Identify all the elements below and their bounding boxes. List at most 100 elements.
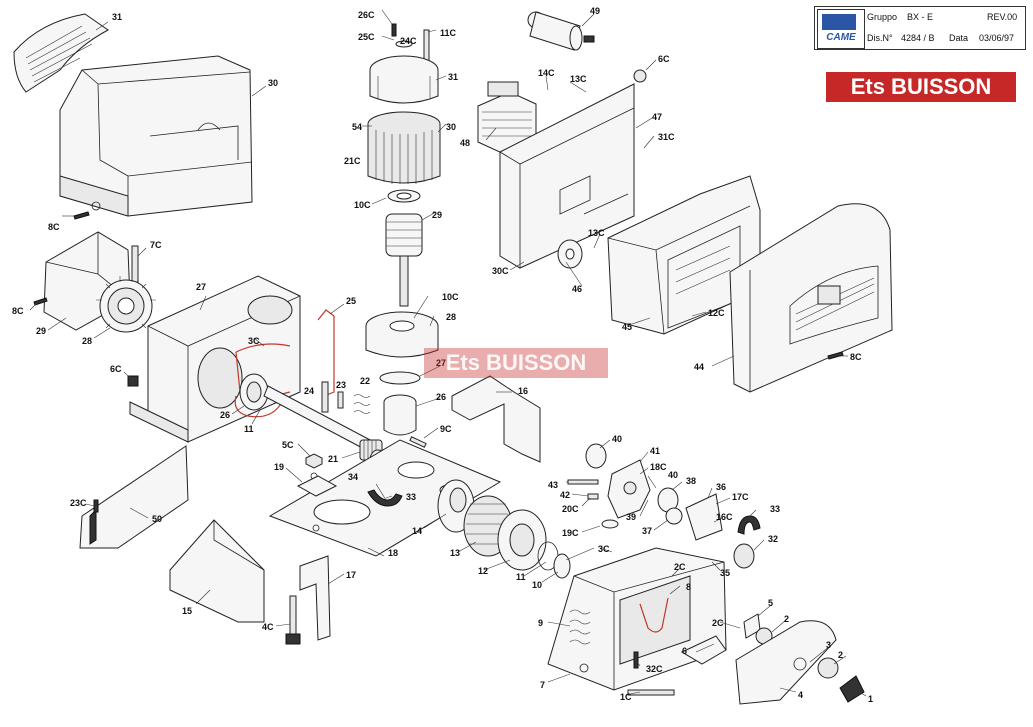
label-47: 47	[652, 112, 662, 122]
spacer-42	[587, 493, 599, 500]
label-40: 40	[668, 470, 678, 480]
label-24c: 24C	[400, 36, 417, 46]
label-18: 18	[388, 548, 398, 558]
front-cover-44	[729, 203, 893, 393]
pin-24	[321, 381, 329, 413]
label-6c: 6C	[110, 364, 122, 374]
label-42: 42	[560, 490, 570, 500]
label-11: 11	[244, 424, 254, 434]
label-21: 21	[328, 454, 338, 464]
screw-8c-right	[827, 351, 844, 360]
disc-12	[497, 509, 547, 571]
label-29: 29	[432, 210, 442, 220]
logo-text: CAME	[826, 32, 856, 43]
release-cover-4	[735, 620, 837, 705]
label-3c: 3C	[598, 544, 610, 554]
label-6c: 6C	[658, 54, 670, 64]
label-25: 25	[346, 296, 356, 306]
drawing-number-value: 4284 / B	[901, 33, 935, 43]
bracket-41	[607, 459, 651, 519]
gearbox-base-7	[547, 547, 727, 691]
label-17: 17	[346, 570, 356, 580]
screw-8c-top	[73, 211, 90, 220]
lock-cylinder-2	[817, 657, 839, 679]
label-4: 4	[798, 690, 803, 700]
label-26c: 26C	[358, 10, 375, 20]
label-30: 30	[268, 78, 278, 88]
label-11: 11	[516, 572, 526, 582]
label-17c: 17C	[732, 492, 749, 502]
label-2: 2	[784, 614, 789, 624]
spring-22	[353, 394, 371, 414]
motor-washer-24c	[395, 40, 413, 48]
clip-33	[367, 489, 403, 507]
washer-19c	[601, 519, 619, 529]
label-19: 19	[274, 462, 284, 472]
nut-5c	[305, 453, 323, 469]
label-49: 49	[590, 6, 600, 16]
label-10: 10	[532, 580, 542, 590]
label-28: 28	[446, 312, 456, 322]
lever-6	[680, 635, 727, 665]
release-key-1	[839, 675, 865, 703]
label-48: 48	[460, 138, 470, 148]
label-7c: 7C	[150, 240, 162, 250]
label-32: 32	[768, 534, 778, 544]
part-labels: 31 30 8C 7C 8C 29 28 27 3C 6C 26 11 25 2…	[12, 6, 873, 704]
gruppo-label: Gruppo	[867, 12, 898, 22]
label-2: 2	[838, 650, 843, 660]
label-29: 29	[36, 326, 46, 336]
bracket-17	[299, 555, 331, 641]
label-14: 14	[412, 526, 422, 536]
key-23	[337, 391, 344, 409]
label-21c: 21C	[344, 156, 361, 166]
spring-9	[569, 609, 591, 645]
came-logo: CAME	[817, 9, 865, 49]
plate-36	[685, 493, 723, 541]
label-27: 27	[196, 282, 206, 292]
drawing-number-label: Dis.N°	[867, 33, 893, 43]
label-32c: 32C	[646, 664, 663, 674]
label-31: 31	[448, 72, 458, 82]
label-30: 30	[446, 122, 456, 132]
label-31c: 31C	[658, 132, 675, 142]
label-10c: 10C	[354, 200, 371, 210]
label-27: 27	[436, 358, 446, 368]
label-31: 31	[112, 12, 122, 22]
label-33: 33	[770, 504, 780, 514]
cover-15	[169, 519, 265, 623]
label-12c: 12C	[708, 308, 725, 318]
label-15: 15	[182, 606, 192, 616]
revision: REV.00	[987, 12, 1018, 22]
label-33: 33	[406, 492, 416, 502]
screw-8c-side	[33, 297, 48, 306]
bracket-50	[79, 445, 189, 549]
label-39: 39	[626, 512, 636, 522]
label-26: 26	[436, 392, 446, 402]
label-23: 23	[336, 380, 346, 390]
rotor-shaft-29	[385, 213, 423, 307]
label-3c: 3C	[248, 336, 260, 346]
label-13c: 13C	[588, 228, 605, 238]
label-37: 37	[642, 526, 652, 536]
knob-40	[585, 443, 607, 469]
label-45: 45	[622, 322, 632, 332]
capacitor-49	[527, 11, 595, 51]
label-8c: 8C	[48, 222, 60, 232]
pinion-gear	[96, 276, 156, 333]
transformer-48	[477, 81, 537, 155]
label-44: 44	[694, 362, 704, 372]
leader-lines	[29, 9, 867, 697]
gear-26	[383, 394, 417, 436]
label-40: 40	[612, 434, 622, 444]
gearbox-housing	[129, 275, 301, 443]
date-label: Data	[949, 33, 969, 43]
brand-banner: Ets BUISSON	[826, 72, 1016, 102]
main-motor-housing	[59, 55, 253, 217]
label-2: 2C	[712, 618, 724, 628]
pin-9c	[409, 436, 427, 448]
label-38: 38	[686, 476, 696, 486]
label-20c: 20C	[562, 504, 579, 514]
